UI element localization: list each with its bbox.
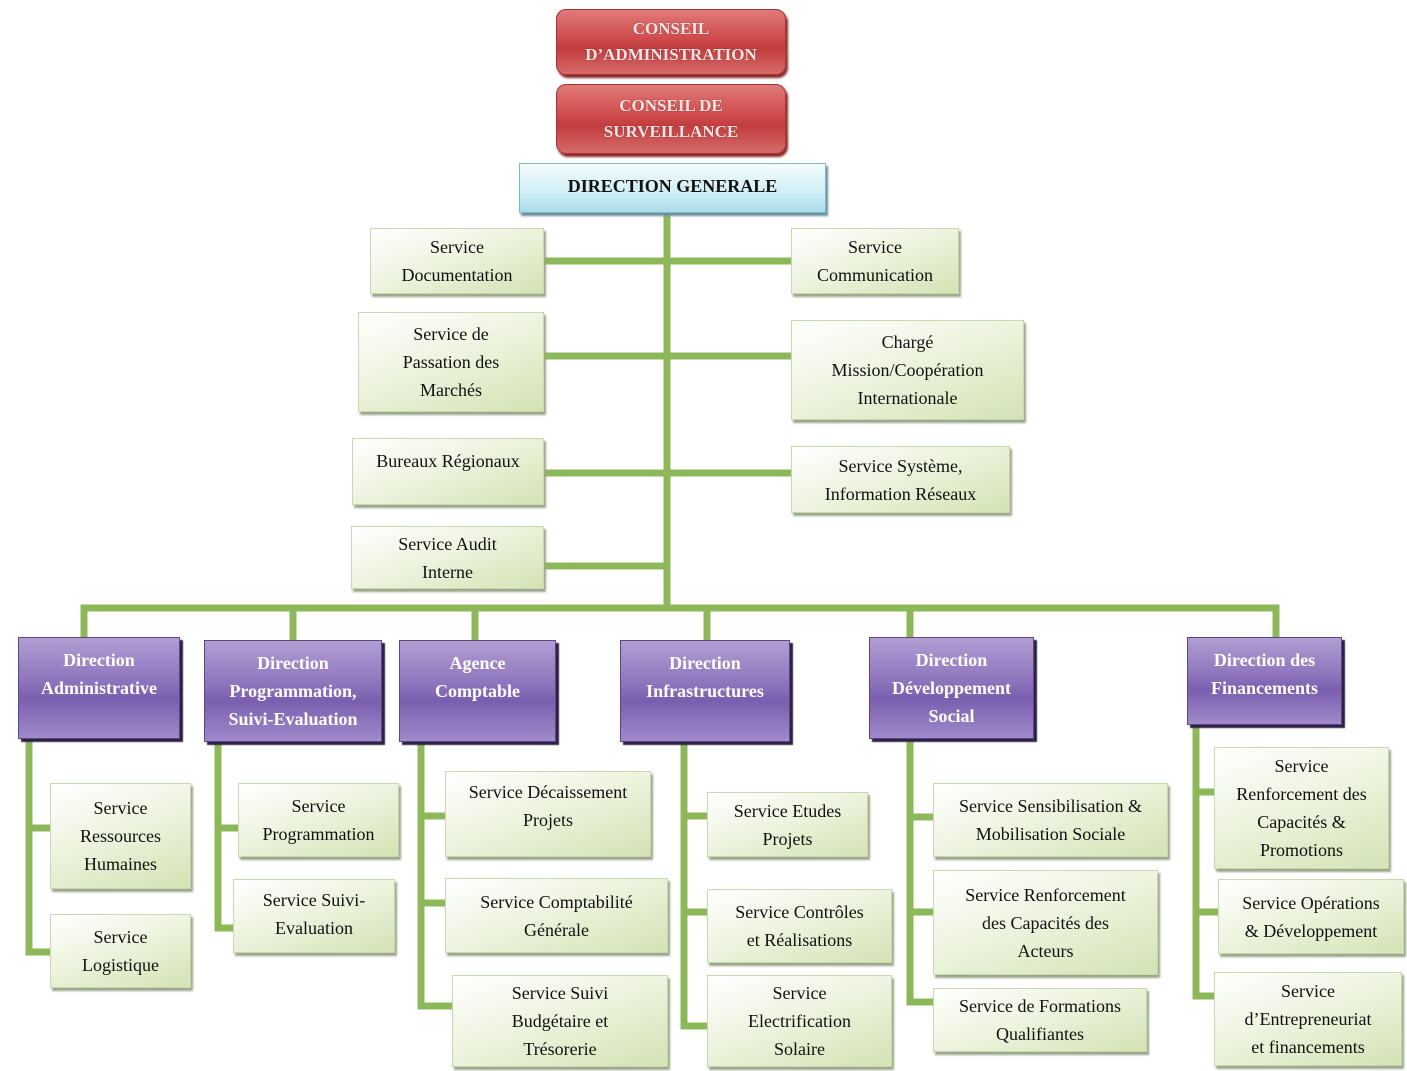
service-box-electrification-solaire: Service Electrification Solaire — [707, 975, 892, 1067]
service-box-sensibilisation: Service Sensibilisation & Mobilisation S… — [933, 783, 1168, 857]
direction-box-agence-comptable: Agence Comptable — [399, 640, 556, 742]
direction-generale-box: DIRECTION GENERALE — [519, 163, 826, 213]
staff-box-passation-marches: Service de Passation des Marchés — [358, 312, 544, 412]
service-box-programmation: Service Programmation — [238, 783, 399, 857]
service-box-comptabilite-generale: Service Comptabilité Générale — [445, 878, 668, 953]
conseil-surveillance-box: CONSEIL DE SURVEILLANCE — [556, 84, 786, 154]
service-box-logistique: Service Logistique — [50, 914, 191, 988]
service-box-ressources-humaines: Service Ressources Humaines — [50, 783, 191, 889]
service-box-renforcement-acteurs: Service Renforcement des Capacités des A… — [933, 870, 1158, 975]
service-box-suivi-budgetaire: Service Suivi Budgétaire et Trésorerie — [452, 975, 668, 1067]
direction-box-financements: Direction des Financements — [1187, 637, 1342, 725]
service-box-decaissement-projets: Service Décaissement Projets — [445, 771, 651, 857]
direction-box-programmation: Direction Programmation, Suivi-Evaluatio… — [204, 640, 382, 742]
conseil-administration-box: CONSEIL D’ADMINISTRATION — [556, 9, 786, 75]
service-box-renforcement-promotions: Service Renforcement des Capacités & Pro… — [1214, 747, 1389, 869]
direction-box-developpement-social: Direction Développement Social — [869, 637, 1034, 739]
service-box-controles-realisations: Service Contrôles et Réalisations — [707, 889, 892, 963]
staff-box-systeme-information: Service Système, Information Réseaux — [791, 446, 1010, 513]
staff-box-cooperation-internationale: Chargé Mission/Coopération International… — [791, 320, 1024, 420]
service-box-entrepreneuriat: Service d’Entrepreneuriat et financement… — [1214, 972, 1402, 1066]
service-box-operations-developpement: Service Opérations & Développement — [1218, 879, 1404, 954]
staff-box-audit-interne: Service Audit Interne — [351, 526, 544, 589]
direction-box-administrative: Direction Administrative — [18, 637, 180, 739]
service-box-formations-qualifiantes: Service de Formations Qualifiantes — [933, 988, 1147, 1052]
service-box-etudes-projets: Service Etudes Projets — [707, 792, 868, 857]
direction-box-infrastructures: Direction Infrastructures — [620, 640, 790, 742]
service-box-suivi-evaluation: Service Suivi- Evaluation — [233, 879, 395, 953]
staff-box-documentation: Service Documentation — [370, 228, 544, 294]
staff-box-bureaux-regionaux: Bureaux Régionaux — [352, 438, 544, 505]
staff-box-communication: Service Communication — [791, 228, 959, 294]
